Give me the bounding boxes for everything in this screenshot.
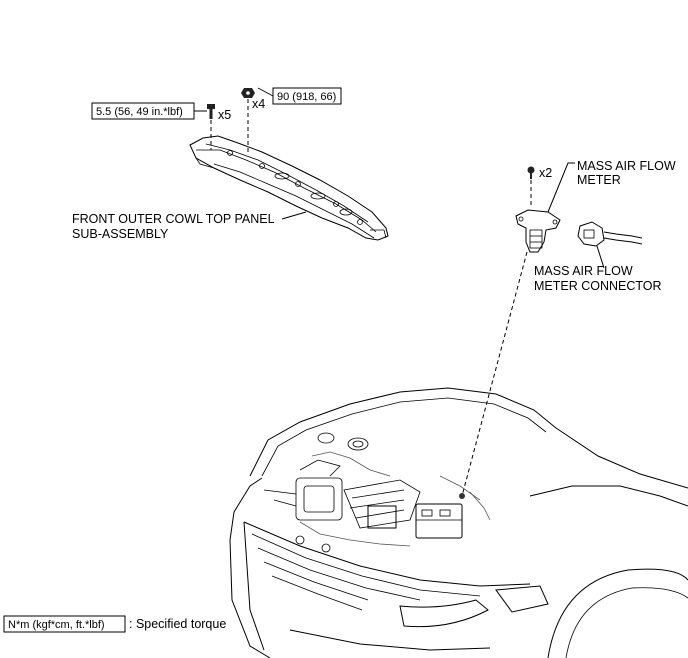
cowl-panel-label-line2: SUB-ASSEMBLY [72, 227, 169, 241]
screw-icon [527, 166, 535, 179]
connector-leader-line [596, 245, 605, 269]
legend-unit-box: N*m (kgf*cm, ft.*lbf) [8, 619, 105, 631]
legend-description: : Specified torque [129, 617, 226, 631]
bolt-quantity: x5 [218, 108, 231, 122]
cowl-panel-label-line1: FRONT OUTER COWL TOP PANEL [72, 212, 275, 226]
nut-quantity: x4 [252, 97, 265, 111]
vehicle-engine-bay-drawing [229, 387, 688, 658]
maf-meter-label-line1: MASS AIR FLOW [577, 159, 676, 173]
cowl-top-panel-drawing [189, 135, 389, 241]
bolt-torque-callout: 5.5 (56, 49 in.*lbf) [91, 102, 207, 120]
torque-legend: N*m (kgf*cm, ft.*lbf) : Specified torque [3, 615, 226, 633]
cowl-leader-line [281, 211, 307, 220]
bolt-torque-label: 5.5 (56, 49 in.*lbf) [96, 106, 183, 118]
connector-label-line2: METER CONNECTOR [534, 279, 662, 293]
maf-meter-label-line2: METER [577, 173, 621, 187]
nut-torque-label: 90 (918, 66) [277, 91, 336, 103]
nut-icon [241, 88, 255, 98]
mass-air-flow-meter-connector-drawing [577, 221, 643, 247]
mass-air-flow-meter-drawing [515, 209, 561, 253]
bolt-icon [207, 104, 215, 119]
screw-quantity: x2 [539, 166, 552, 180]
connector-label-line1: MASS AIR FLOW [534, 264, 633, 278]
meter-locator-line [461, 251, 528, 497]
maf-meter-leader-line [547, 162, 575, 213]
nut-torque-callout: 90 (918, 66) [257, 87, 342, 105]
